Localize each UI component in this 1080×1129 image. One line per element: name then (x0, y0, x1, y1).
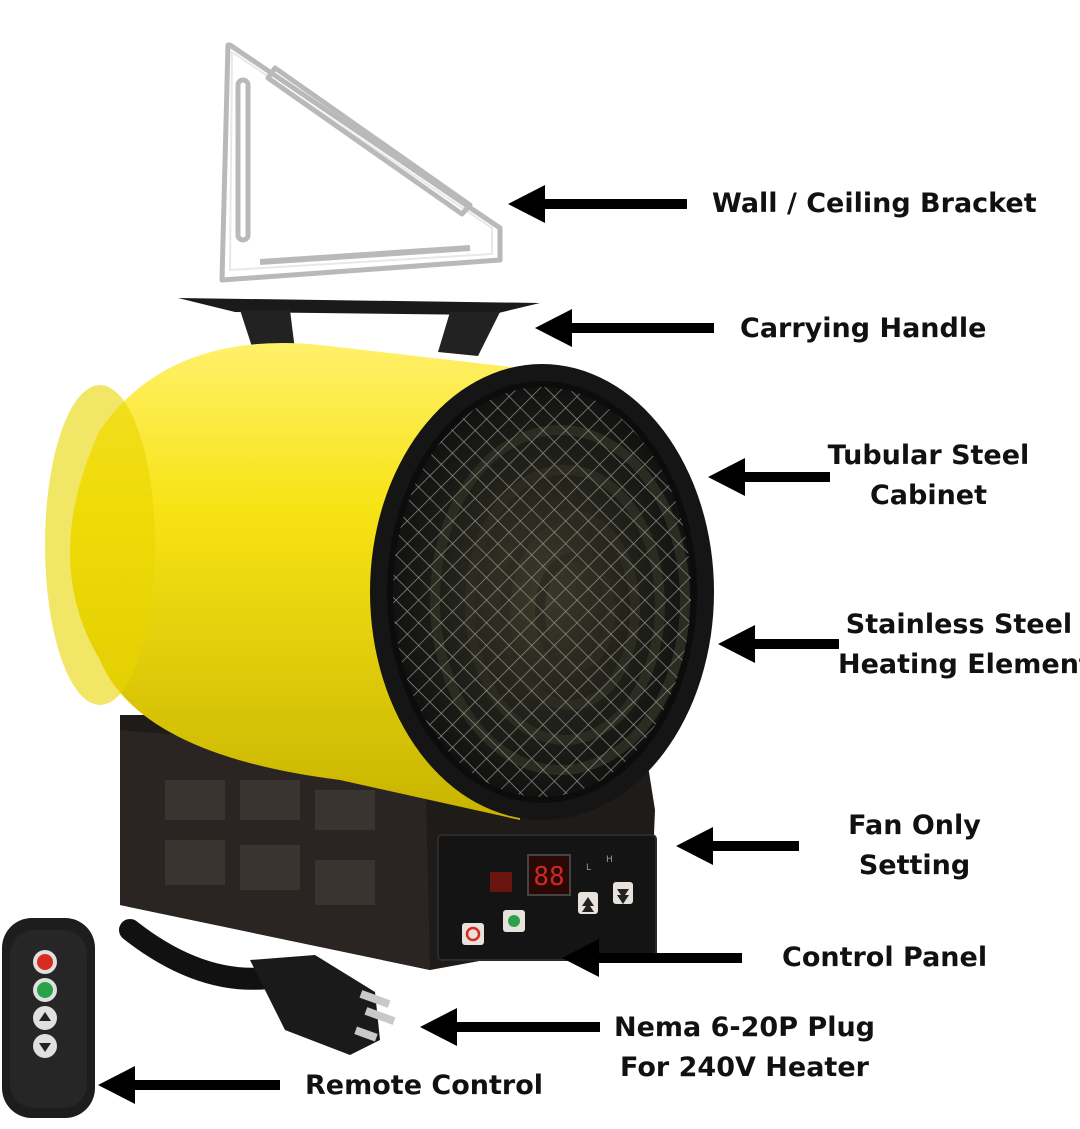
label-tubular-steel-cabinet: Tubular Steel Cabinet (827, 440, 1030, 511)
label-wall-ceiling-bracket: Wall / Ceiling Bracket (712, 188, 1037, 219)
wall-bracket (219, 42, 503, 283)
label-fan-only-setting: Fan Only Setting (848, 810, 981, 881)
high-indicator: H (606, 855, 613, 865)
label-control-panel: Control Panel (782, 942, 988, 973)
low-indicator: L (586, 863, 591, 873)
control-panel: 88 L H (437, 834, 657, 961)
arrow-plug (420, 1008, 600, 1046)
arrow-bracket (508, 185, 687, 223)
remote-control (2, 918, 95, 1118)
arrow-remote (98, 1066, 280, 1104)
arrow-cabinet (708, 458, 830, 496)
label-nema-plug: Nema 6-20P Plug For 240V Heater (613, 1012, 875, 1083)
label-heating-element: Stainless Steel Heating Element (838, 609, 1080, 680)
control-display-digits: 88 (533, 862, 564, 892)
arrow-fan (676, 827, 799, 865)
label-carrying-handle: Carrying Handle (740, 313, 987, 344)
label-remote-control: Remote Control (305, 1070, 544, 1101)
arrow-handle (535, 309, 714, 347)
arrow-panel (562, 939, 742, 977)
power-plug (119, 919, 396, 1055)
callout-arrows (98, 185, 839, 1104)
heating-element-grill (370, 364, 714, 820)
arrow-element (718, 625, 839, 663)
